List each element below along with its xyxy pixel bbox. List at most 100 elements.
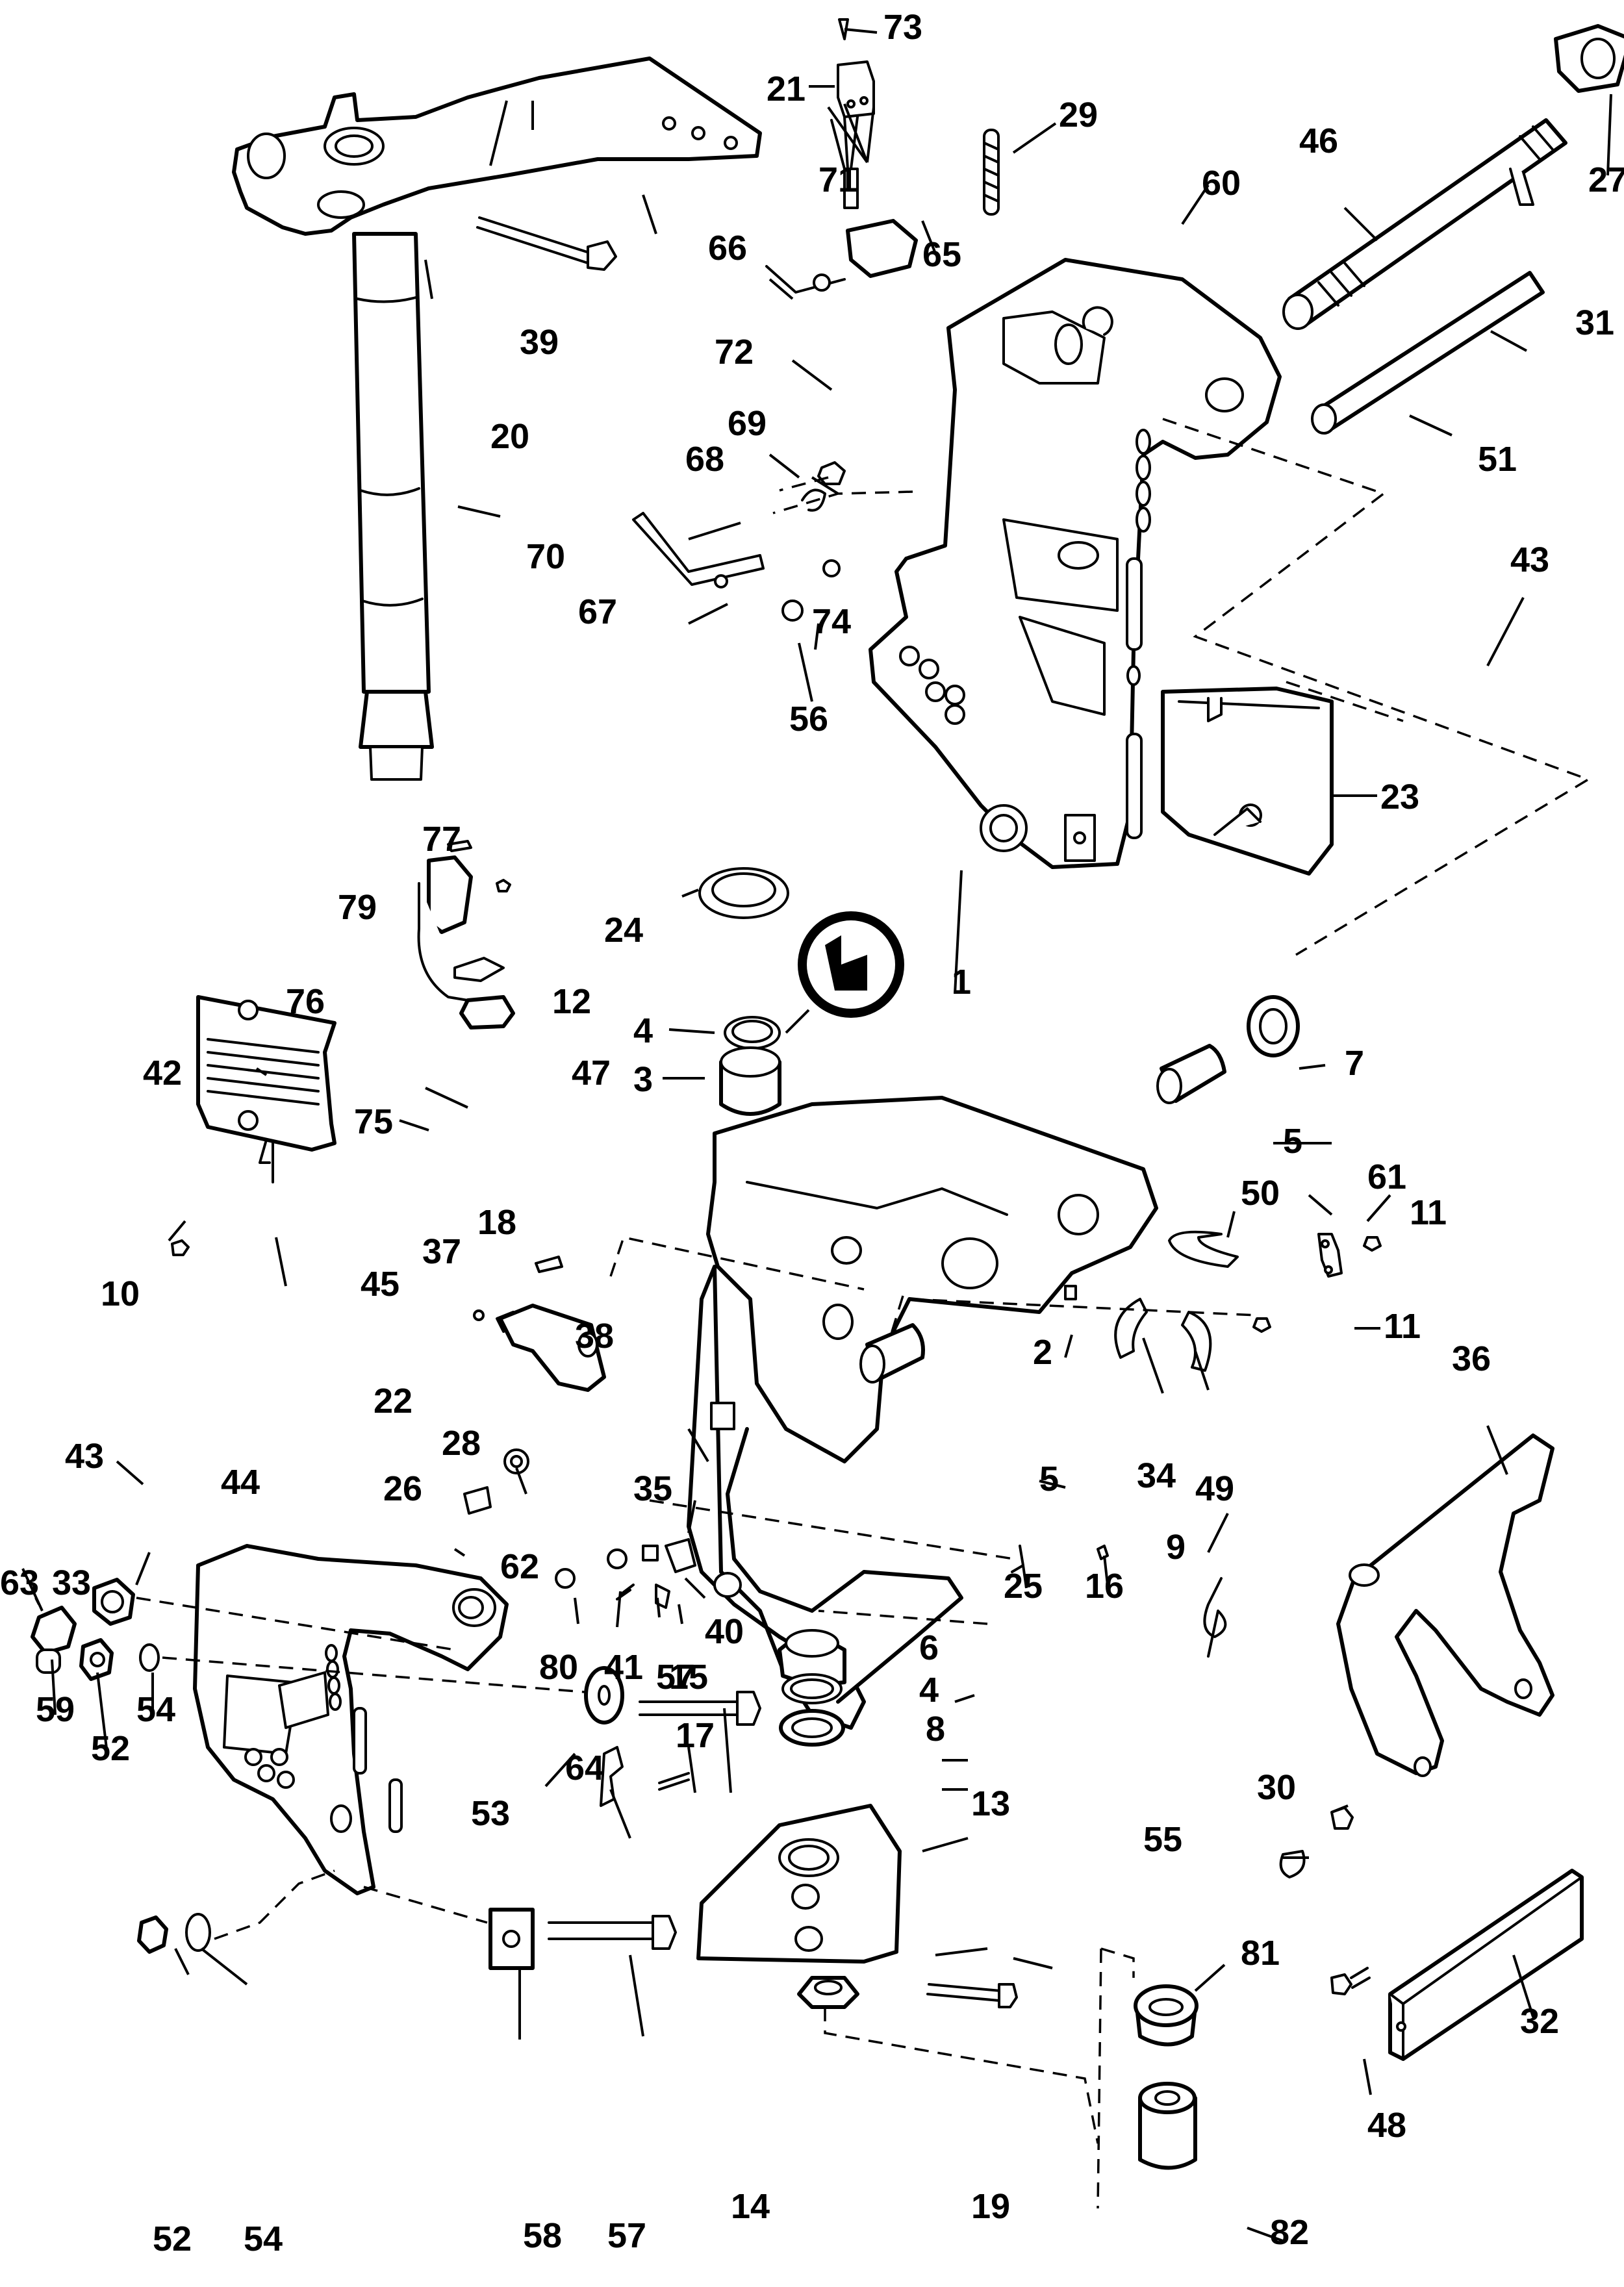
callout-37: 37 (422, 1232, 461, 1271)
callout-16: 16 (1085, 1567, 1124, 1606)
part-hardware-left (31, 1578, 761, 1970)
part-steering-arm (232, 57, 762, 781)
callout-32: 32 (1520, 2002, 1559, 2041)
callout-50: 50 (1241, 1174, 1280, 1213)
callout-5b: 5 (1039, 1459, 1059, 1498)
callout-3: 3 (633, 1060, 653, 1099)
part-small-top (632, 461, 846, 622)
callout-25: 25 (1004, 1567, 1043, 1606)
part-harness-75 (171, 840, 515, 1256)
callout-65: 65 (922, 235, 961, 274)
callout-33: 33 (52, 1563, 91, 1602)
callout-82: 82 (1270, 2213, 1309, 2252)
callout-11a: 11 (1410, 1193, 1447, 1232)
callout-66: 66 (708, 229, 747, 268)
callout-2: 2 (1033, 1333, 1052, 1372)
callout-8: 8 (926, 1710, 945, 1749)
callout-69: 69 (728, 404, 767, 443)
callout-58: 58 (523, 2216, 562, 2255)
callout-41: 41 (604, 1648, 643, 1687)
callout-34: 34 (1137, 1456, 1176, 1495)
callout-72: 72 (715, 333, 754, 372)
callout-35: 35 (633, 1469, 672, 1508)
callout-49: 49 (1195, 1469, 1234, 1508)
callout-26: 26 (383, 1469, 422, 1508)
callout-43b: 43 (65, 1437, 104, 1476)
callout-75: 75 (354, 1102, 393, 1141)
callout-46: 46 (1299, 121, 1338, 160)
part-washers-top (698, 867, 789, 1116)
part-pin-51 (1311, 271, 1545, 435)
callout-29: 29 (1059, 95, 1098, 134)
part-switch-65 (765, 116, 918, 294)
callout-31: 31 (1575, 303, 1614, 342)
callout-45: 45 (361, 1265, 400, 1304)
callout-57b: 57 (607, 2216, 646, 2255)
part-small-mid (463, 1256, 696, 1609)
callout-36: 36 (1452, 1339, 1491, 1378)
callout-70: 70 (526, 537, 565, 576)
callout-80: 80 (539, 1648, 578, 1687)
callout-44: 44 (221, 1463, 260, 1502)
part-cover-23 (1161, 687, 1334, 876)
callout-55: 55 (1143, 1820, 1182, 1859)
callout-54b: 54 (244, 2219, 283, 2258)
callout-4a: 4 (633, 1011, 653, 1050)
callout-51: 51 (1478, 440, 1517, 479)
callout-12: 12 (552, 982, 591, 1021)
callout-47: 47 (572, 1054, 611, 1093)
callout-39: 39 (520, 323, 559, 362)
callout-59: 59 (36, 1690, 75, 1729)
part-clips-right (1064, 1230, 1382, 1372)
callout-22: 22 (374, 1382, 412, 1421)
callout-28: 28 (442, 1424, 481, 1463)
callout-1: 1 (952, 963, 971, 1002)
callout-76: 76 (286, 982, 325, 1021)
part-cap-27 (1554, 24, 1624, 93)
part-stern-bracket-right (869, 258, 1282, 869)
leader-lines (21, 28, 1612, 2242)
part-21-73 (837, 18, 875, 118)
callout-56: 56 (789, 700, 828, 739)
callout-23: 23 (1380, 777, 1419, 816)
callout-57a: 57 (656, 1658, 695, 1697)
part-stern-bracket-left (193, 1544, 509, 1895)
callout-13: 13 (971, 1784, 1010, 1823)
callout-77: 77 (422, 820, 461, 859)
callout-63: 63 (0, 1563, 39, 1602)
callout-68: 68 (685, 440, 724, 479)
callout-20: 20 (490, 417, 529, 456)
callout-30: 30 (1257, 1768, 1296, 1807)
callout-79: 79 (338, 888, 377, 927)
callout-7: 7 (1345, 1044, 1364, 1083)
callout-27: 27 (1588, 160, 1624, 199)
callout-48: 48 (1367, 2106, 1406, 2145)
callout-4b: 4 (919, 1671, 939, 1710)
callout-64: 64 (565, 1749, 604, 1788)
callout-15: 15 (669, 1658, 708, 1697)
callout-10: 10 (101, 1274, 140, 1313)
callout-11b: 11 (1384, 1307, 1421, 1346)
assembly-lines (136, 418, 1592, 2209)
callout-9: 9 (1166, 1528, 1186, 1567)
callout-14: 14 (731, 2187, 770, 2226)
callout-71: 71 (818, 160, 857, 199)
callout-40: 40 (705, 1612, 744, 1651)
callout-17: 17 (676, 1716, 715, 1755)
callout-38: 38 (575, 1317, 614, 1356)
callout-24: 24 (604, 911, 643, 950)
callout-53: 53 (471, 1794, 510, 1833)
callout-6: 6 (919, 1628, 939, 1667)
callout-52b: 52 (153, 2219, 192, 2258)
part-spring-29 (983, 129, 1000, 216)
callout-67: 67 (578, 592, 617, 631)
callout-42: 42 (143, 1054, 182, 1093)
callout-61: 61 (1367, 1157, 1406, 1196)
callout-19: 19 (971, 2187, 1010, 2226)
callout-21: 21 (767, 69, 806, 108)
part-bushings (859, 995, 1300, 1384)
callout-5a: 5 (1283, 1122, 1302, 1161)
callout-60: 60 (1202, 164, 1241, 203)
part-tilt-tube-46 (1282, 118, 1567, 330)
